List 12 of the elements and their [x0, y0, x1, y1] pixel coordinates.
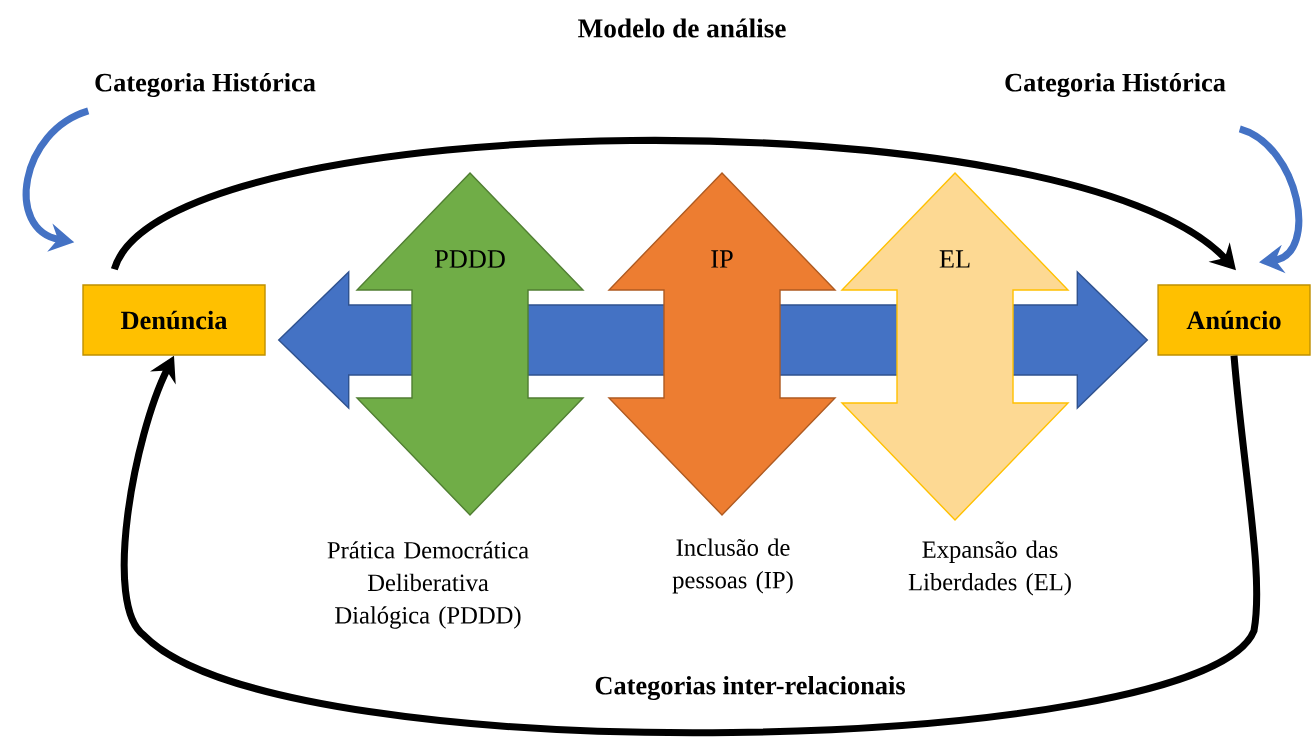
- curved-arrow: [111, 137, 1236, 272]
- category-label: Categoria Histórica: [1005, 72, 1226, 98]
- title: Modelo de análise: [578, 18, 786, 38]
- arrow-caption: Prática Democrática Deliberativa Dialógica (PDDD): [327, 541, 529, 629]
- curved-arrow: [1238, 125, 1303, 274]
- category-label: Categoria Histórica: [95, 72, 316, 98]
- edge-label: Categorias inter-relacionais: [590, 672, 910, 704]
- label-box: Denúncia: [82, 284, 266, 356]
- label-box: Anúncio: [1157, 284, 1311, 356]
- arrow-caption: Inclusão de pessoas (IP): [672, 538, 793, 594]
- curved-arrow: [120, 355, 1261, 737]
- arrow-caption: Expansão das Liberdades (EL): [908, 540, 1071, 596]
